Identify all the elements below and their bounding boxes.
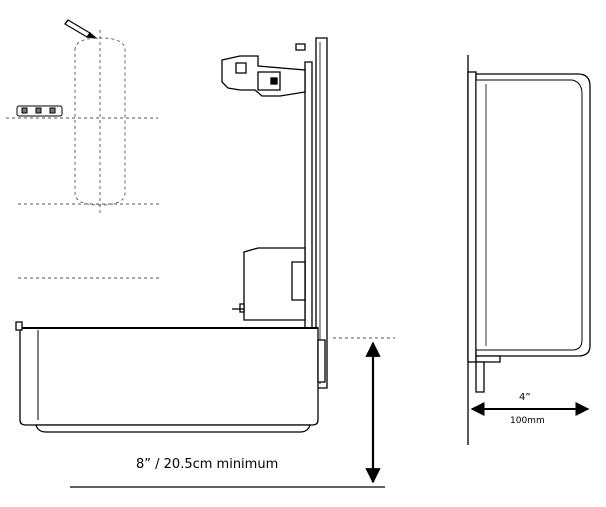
dispenser-side-view [467,55,591,445]
guide-lines [6,117,395,339]
depth-inches-label: 4” [519,392,531,403]
depth-mm-label: 100mm [510,416,545,426]
min-clearance-label: 8” / 20.5cm minimum [136,457,279,472]
pencil-icon [64,19,98,39]
wall-anchor-icon [16,105,63,117]
cylinder-outline [74,30,126,215]
dispenser-front-view [15,37,328,433]
